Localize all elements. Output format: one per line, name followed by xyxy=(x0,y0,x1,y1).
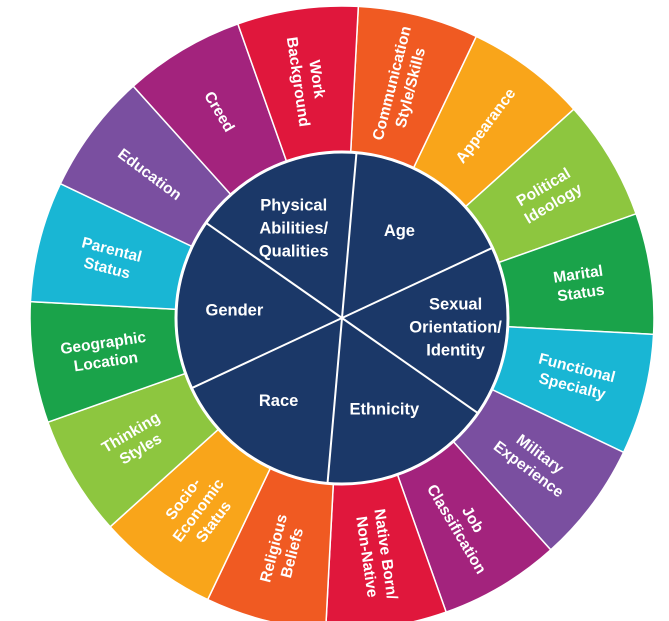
core-label-ethnicity: Ethnicity xyxy=(349,401,419,419)
core-label-line: Qualities xyxy=(259,242,329,260)
core-label-line: Gender xyxy=(206,301,264,319)
core-label-line: Identity xyxy=(426,342,485,360)
core-divider xyxy=(191,317,343,390)
segment-label-line: Work xyxy=(305,59,327,100)
core-divider xyxy=(341,317,479,415)
core-label-race: Race xyxy=(259,392,298,410)
core-label-line: Orientation/ xyxy=(409,319,502,337)
outer-ring xyxy=(29,5,655,621)
core-divider xyxy=(205,221,343,319)
core-divider xyxy=(341,246,493,319)
core-label-line: Race xyxy=(259,392,298,410)
core-label-line: Abilities/ xyxy=(259,219,328,237)
segment-label-line: Status xyxy=(556,282,605,306)
core-label-age: Age xyxy=(384,222,415,240)
core-divider xyxy=(341,152,358,319)
core-label-gender: Gender xyxy=(206,301,264,319)
core-divider xyxy=(326,317,343,484)
core-label-line: Ethnicity xyxy=(349,401,419,419)
core-label-line: Physical xyxy=(260,196,327,214)
core-label-line: Age xyxy=(384,222,415,240)
core-dividers xyxy=(191,152,493,484)
core-label-line: Sexual xyxy=(429,296,482,314)
